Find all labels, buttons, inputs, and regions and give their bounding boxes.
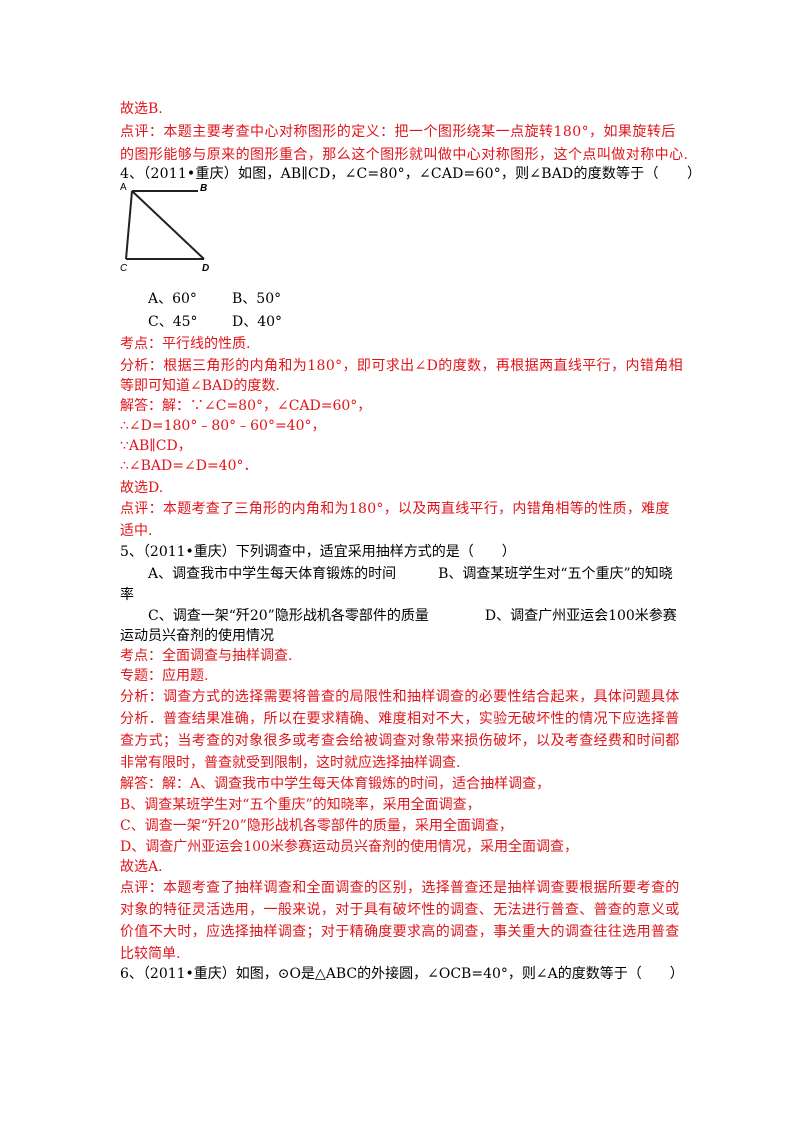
line-analysis-2: 等即可知道∠BAD的度数. (120, 378, 280, 394)
figure-label-a: A (120, 183, 127, 193)
figure-label-d: D (202, 263, 209, 274)
geometry-figure: A B C D (120, 183, 209, 274)
line-comment-5-4: 比较简单. (120, 946, 181, 962)
line-analysis-1: 分析：根据三角形的内角和为180°，即可求出∠D的度数，再根据两直线平行，内错角… (120, 358, 684, 374)
line-solution-1: 解答：解：∵∠C=80°，∠CAD=60°， (120, 398, 372, 414)
figure-label-c: C (120, 263, 128, 274)
line-zhuanti-5: 专题：应用题. (120, 668, 209, 684)
line-solution-4: ∴∠BAD=∠D=40°． (120, 458, 258, 474)
line-comment-5-2: 对象的特征灵活选用，一般来说，对于具有破坏性的调查、无法进行普查、普查的意义或 (120, 902, 680, 918)
line-kaodian: 考点：平行线的性质. (120, 336, 251, 352)
question-4: 4、（2011•重庆）如图，AB∥CD，∠C=80°，∠CAD=60°，则∠BA… (120, 166, 702, 182)
option-d: D、40° (232, 314, 283, 330)
line-comment-5-1: 点评：本题考查了抽样调查和全面调查的区别，选择普查还是抽样调查要根据所要考查的 (120, 880, 680, 896)
line-solution-3: ∵AB∥CD， (120, 438, 192, 454)
line-answer-b: 故选B. (120, 101, 163, 117)
question-5-options-ab-cont: 率 (120, 587, 134, 603)
line-solution-5-1: 解答：解：A、调查我市中学生每天体育锻炼的时间，适合抽样调查， (120, 776, 551, 792)
question-5-options-cd-cont: 运动员兴奋剂的使用情况 (120, 628, 274, 644)
line-comment-2: 的图形能够与原来的图形重合，那么这个图形就叫做中心对称图形，这个点叫做对称中心. (120, 147, 689, 163)
line-kaodian-5: 考点：全面调查与抽样调查. (120, 648, 293, 664)
line-comment-1: 点评：本题主要考查中心对称图形的定义：把一个图形绕某一点旋转180°，如果旋转后 (120, 124, 676, 140)
line-comment-5-3: 价值不大时，应选择抽样调查；对于精确度要求高的调查，事关重大的调查往往选用普查 (120, 924, 680, 940)
line-answer-a: 故选A. (120, 859, 163, 875)
question-5-options-cd: C、调查一架“歼20”隐形战机各零部件的质量 D、调查广州亚运会100米参赛 (120, 608, 677, 624)
line-solution-5-3: C、调查一架“歼20”隐形战机各零部件的质量，采用全面调查， (120, 818, 513, 834)
line-analysis-5-1: 分析：调查方式的选择需要将普查的局限性和抽样调查的必要性结合起来，具体问题具体 (120, 689, 680, 705)
option-c: C、45° (148, 314, 198, 330)
question-5: 5、（2011•重庆）下列调查中，适宜采用抽样方式的是（ ） (120, 544, 516, 560)
figure-label-b: B (200, 183, 207, 194)
line-comment-4: 适中. (120, 523, 153, 539)
line-analysis-5-3: 查方式；当考查的对象很多或考查会给被调查对象带来损伤破坏，以及考查经费和时间都 (120, 733, 680, 749)
line-analysis-5-2: 分析．普查结果准确，所以在要求精确、难度相对不大，实验无破坏性的情况下应选择普 (120, 711, 680, 727)
question-6: 6、（2011•重庆）如图，⊙O是△ABC的外接圆，∠OCB=40°，则∠A的度… (120, 966, 684, 982)
line-solution-2: ∴∠D=180°﹣80°﹣60°=40°， (120, 418, 326, 434)
line-solution-5-4: D、调查广州亚运会100米参赛运动员兴奋剂的使用情况，采用全面调查， (120, 839, 578, 855)
option-a: A、60° (148, 291, 197, 307)
line-solution-5-2: B、调查某班学生对“五个重庆”的知晓率，采用全面调查， (120, 797, 481, 813)
line-analysis-5-4: 非常有限时，普查就受到限制，这时就应选择抽样调查. (120, 755, 461, 771)
line-comment-3: 点评：本题考查了三角形的内角和为180°，以及两直线平行，内错角相等的性质，难度 (120, 501, 670, 517)
option-b: B、50° (232, 291, 282, 307)
question-5-options-ab: A、调查我市中学生每天体育锻炼的时间 B、调查某班学生对“五个重庆”的知晓 (120, 566, 673, 582)
line-answer-d: 故选D. (120, 480, 164, 496)
